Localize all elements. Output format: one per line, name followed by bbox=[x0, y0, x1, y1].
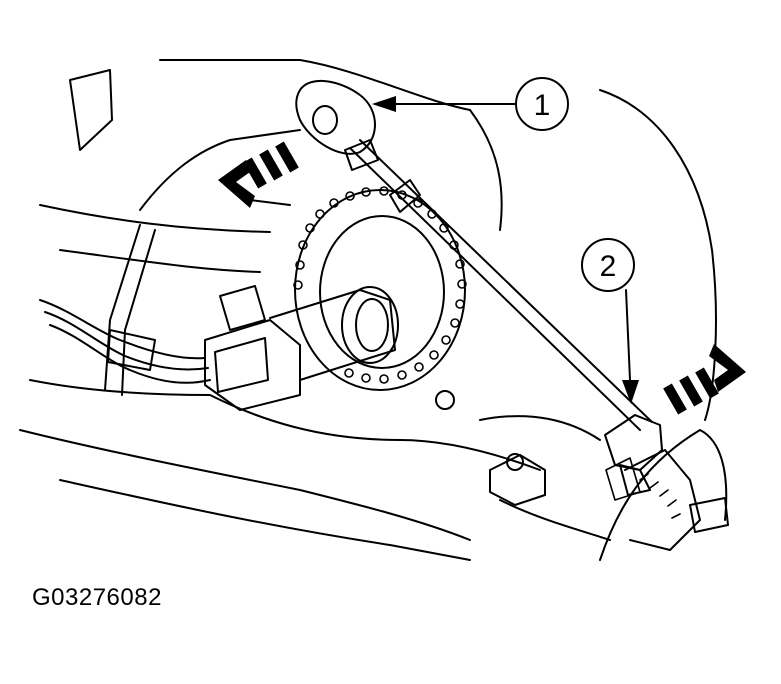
wheel-hub-outer bbox=[599, 429, 728, 561]
puller-eye-hole bbox=[312, 105, 338, 135]
harness-clip bbox=[107, 329, 156, 371]
callout-1-arrowhead bbox=[372, 96, 396, 112]
harness-wire-1 bbox=[39, 299, 206, 360]
puller-handle-upper bbox=[349, 147, 641, 431]
sensor-connector-tab bbox=[219, 285, 266, 331]
tone-ring-inner bbox=[319, 215, 445, 369]
housing-outline-inner bbox=[469, 109, 503, 231]
puller-handle-lower bbox=[359, 139, 653, 423]
motion-arrow-right bbox=[663, 344, 746, 415]
shaft-collar bbox=[341, 286, 399, 364]
callout-1-label: 1 bbox=[534, 89, 551, 122]
lower-casting-bottom bbox=[59, 479, 471, 561]
hub-nut bbox=[489, 454, 546, 506]
callout-2-circle bbox=[581, 238, 635, 292]
knuckle-arm bbox=[479, 415, 611, 541]
shaft-collar-inner bbox=[355, 298, 389, 352]
puller-sleeve bbox=[389, 179, 421, 213]
callout-2-arrowhead bbox=[622, 380, 639, 404]
puller-jaw bbox=[604, 414, 663, 471]
motion-arrow-left bbox=[218, 141, 299, 208]
callout-2-leader bbox=[625, 289, 631, 381]
sensor-connector-face bbox=[214, 337, 269, 393]
puller-rod-top bbox=[295, 79, 376, 155]
body-panel-top-left bbox=[69, 69, 113, 151]
housing-outline bbox=[599, 89, 717, 421]
motion-arrow-left-leader bbox=[249, 199, 291, 206]
lower-casting bbox=[29, 379, 541, 471]
body-line-4 bbox=[121, 229, 156, 396]
sensor-connector bbox=[204, 319, 301, 411]
wheel-spindle bbox=[689, 497, 729, 533]
body-line-3 bbox=[104, 224, 141, 391]
harness-wire-2 bbox=[44, 311, 209, 371]
puller-jaw-tip bbox=[619, 464, 651, 496]
harness-wire-3 bbox=[49, 324, 211, 384]
body-panel-upper bbox=[139, 129, 301, 211]
body-panel-top bbox=[159, 59, 471, 111]
body-line-2 bbox=[59, 249, 261, 273]
puller-rod-joint bbox=[344, 139, 379, 171]
figure-code: G03276082 bbox=[32, 584, 162, 611]
body-line-1 bbox=[39, 204, 271, 233]
wheel-hub-ring bbox=[624, 449, 701, 551]
callout-2-label: 2 bbox=[600, 250, 617, 283]
lower-casting-edge bbox=[19, 429, 471, 541]
hub-bolt-1 bbox=[435, 390, 455, 410]
